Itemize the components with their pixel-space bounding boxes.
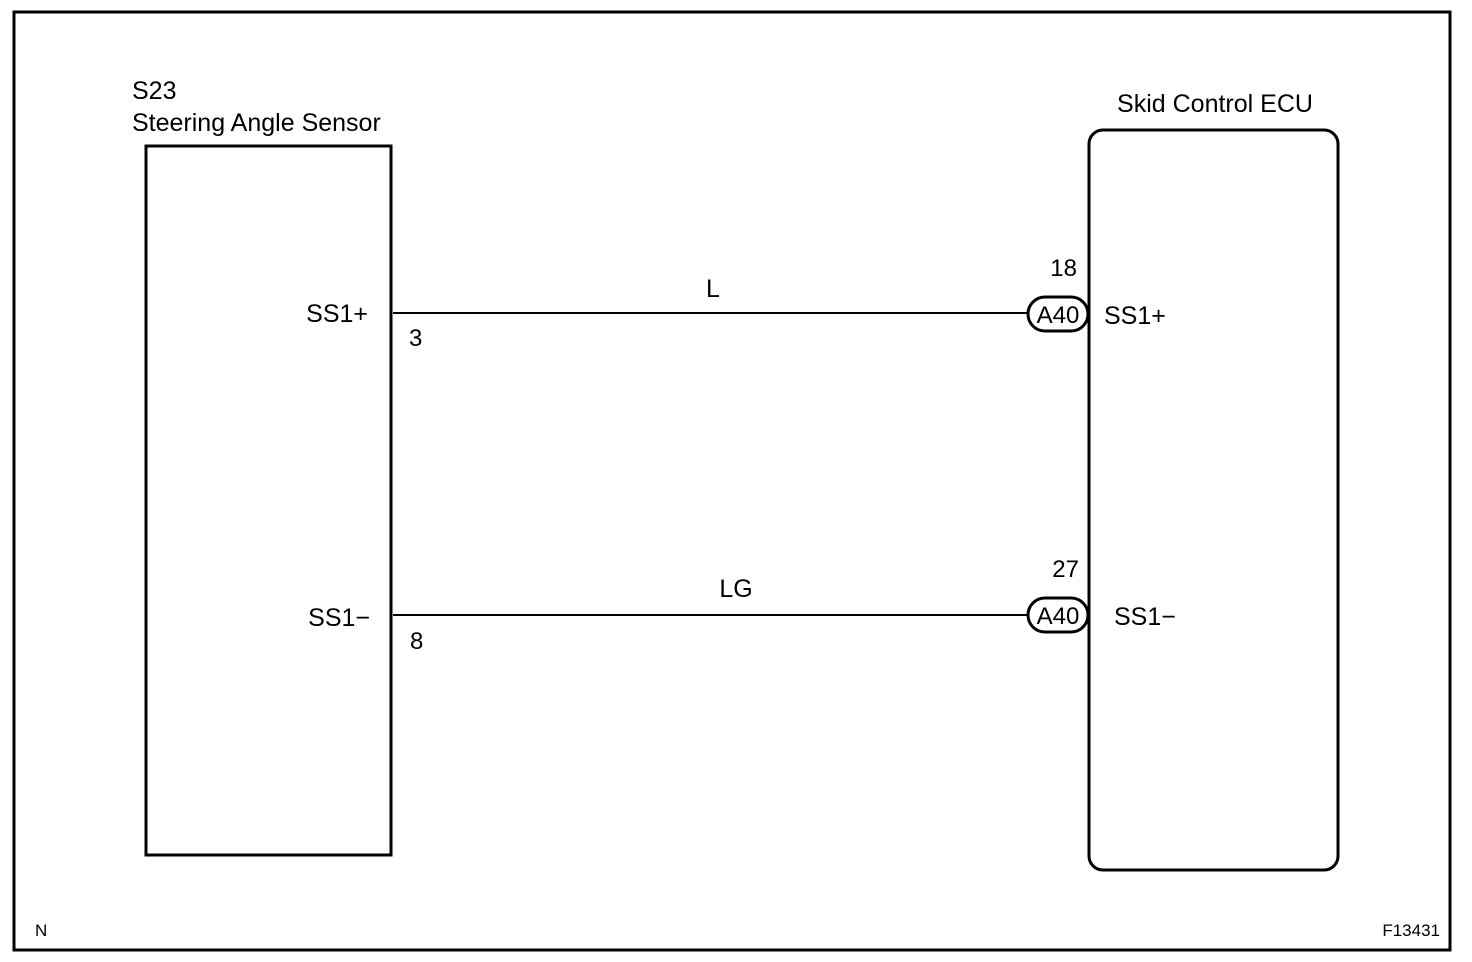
ecu-terminal-label: SS1−	[1114, 603, 1176, 631]
wire-color-code: LG	[719, 575, 752, 603]
skid-control-ecu-box	[1087, 128, 1340, 872]
footer-left-mark: N	[35, 921, 47, 940]
ecu-name: Skid Control ECU	[1117, 90, 1313, 118]
connector-badge	[1026, 596, 1090, 634]
wire-row: SS1+ 3 L 18 A40 SS1+	[306, 255, 1166, 352]
ecu-terminal-label: SS1+	[1104, 302, 1166, 330]
wire-color-code: L	[706, 275, 720, 303]
steering-angle-sensor-box	[144, 144, 393, 857]
sensor-terminal-label: SS1+	[306, 300, 368, 328]
wire-row: SS1− 8 LG 27 A40 SS1−	[308, 556, 1176, 655]
connector-code: A40	[1037, 603, 1080, 630]
connector-code: A40	[1037, 302, 1080, 329]
ecu-pin-number: 18	[1050, 255, 1077, 282]
ecu-pin-number: 27	[1052, 556, 1079, 583]
connector-badge	[1026, 295, 1090, 333]
sensor-pin-number: 8	[410, 628, 423, 655]
outer-frame	[12, 10, 1452, 952]
sensor-terminal-label: SS1−	[308, 604, 370, 632]
sensor-name: Steering Angle Sensor	[132, 109, 381, 137]
sensor-pin-number: 3	[409, 325, 422, 352]
figure-id: F13431	[1382, 921, 1440, 940]
sensor-code: S23	[132, 77, 176, 105]
